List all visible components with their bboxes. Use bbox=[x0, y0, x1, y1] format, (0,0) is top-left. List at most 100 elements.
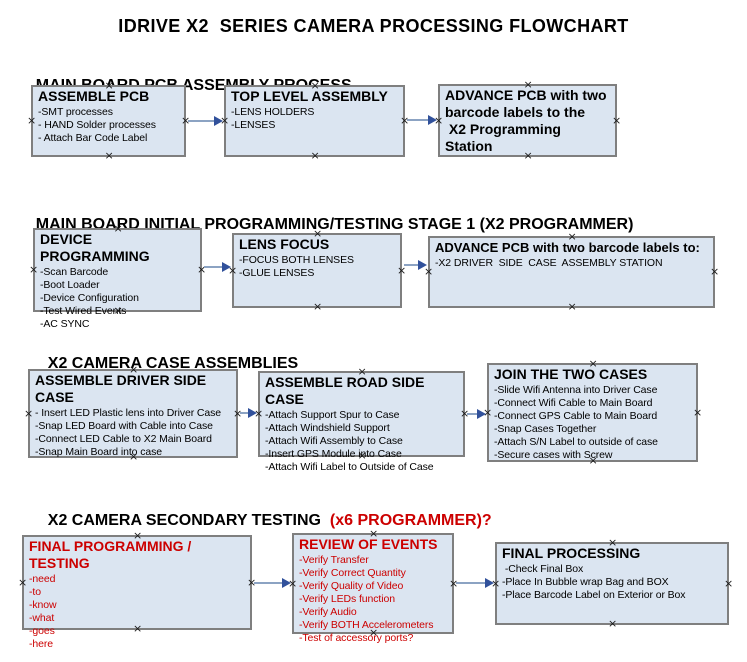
box-item: -need bbox=[29, 573, 56, 585]
box-item: -here bbox=[29, 638, 54, 650]
section-heading-text: X2 CAMERA SECONDARY TESTING bbox=[47, 512, 330, 529]
box-item: - HAND Solder processes bbox=[38, 119, 156, 131]
box-title: ASSEMBLE DRIVER SIDE CASE bbox=[35, 372, 211, 405]
box-item: -Connect LED Cable to X2 Main Board bbox=[35, 433, 212, 445]
connector-handle-icon bbox=[18, 578, 27, 587]
arrow-right-icon bbox=[485, 578, 494, 588]
box-items: - Insert LED Plastic lens into Driver Ca… bbox=[35, 407, 232, 459]
box-title: ASSEMBLE PCB bbox=[38, 88, 150, 104]
arrow-right-icon bbox=[428, 115, 437, 125]
box-items: -Verify Transfer-Verify Correct Quantity… bbox=[299, 554, 448, 645]
flow-connector bbox=[254, 578, 291, 588]
box-items: -Slide Wifi Antenna into Driver Case-Con… bbox=[494, 384, 692, 462]
box-item: -Attach S/N Label to outside of case bbox=[494, 436, 658, 448]
connector-line bbox=[404, 264, 420, 266]
flow-box-review-of-events: REVIEW OF EVENTS -Verify Transfer-Verify… bbox=[288, 529, 458, 644]
section-heading-case-assemblies: X2 CAMERA CASE ASSEMBLIES bbox=[30, 337, 298, 391]
flow-connector bbox=[404, 260, 427, 270]
section-heading-text: X2 CAMERA CASE ASSEMBLIES bbox=[47, 355, 299, 372]
connector-handle-icon bbox=[27, 116, 36, 125]
box-items: -Scan Barcode-Boot Loader-Device Configu… bbox=[40, 266, 196, 331]
arrow-right-icon bbox=[222, 262, 231, 272]
box-item: - Insert LED Plastic lens into Driver Ca… bbox=[35, 407, 222, 419]
box-item: -Slide Wifi Antenna into Driver Case bbox=[494, 384, 658, 396]
arrow-right-icon bbox=[282, 578, 291, 588]
flow-box-advance-pcb-programming-station: ADVANCE PCB with two barcode labels to t… bbox=[434, 80, 621, 160]
box-items: -SMT processes- HAND Solder processes- A… bbox=[38, 106, 180, 145]
box-title: DEVICE PROGRAMMING bbox=[40, 231, 150, 264]
flow-connector bbox=[204, 262, 231, 272]
flow-box-assemble-pcb: ASSEMBLE PCB -SMT processes- HAND Solder… bbox=[27, 81, 190, 160]
flow-box-device-programming: DEVICE PROGRAMMING -Scan Barcode-Boot Lo… bbox=[29, 224, 206, 330]
connector-handle-icon bbox=[24, 409, 33, 418]
box-title: FINAL PROGRAMMING / TESTING bbox=[29, 538, 196, 571]
box-item: -FOCUS BOTH LENSES bbox=[239, 254, 354, 266]
flow-box-lens-focus: LENS FOCUS -FOCUS BOTH LENSES-GLUE LENSE… bbox=[228, 229, 406, 311]
arrow-right-icon bbox=[214, 116, 223, 126]
box-item: -Attach Windshield Support bbox=[265, 422, 390, 434]
section-heading-accent-text: (x6 PROGRAMMER)? bbox=[329, 512, 492, 529]
box-item: -Verify Quality of Video bbox=[299, 580, 404, 592]
box-title: JOIN THE TWO CASES bbox=[494, 366, 648, 382]
box-item: -Verify BOTH Accelerometers bbox=[299, 619, 434, 631]
box-item: -Test of accessory ports? bbox=[299, 632, 414, 644]
box-item: -X2 DRIVER SIDE CASE ASSEMBLY STATION bbox=[435, 257, 663, 269]
flow-connector bbox=[407, 115, 437, 125]
connector-handle-icon bbox=[693, 408, 702, 417]
flow-connector bbox=[188, 116, 223, 126]
box-item: -LENS HOLDERS bbox=[231, 106, 315, 118]
box-item: -Boot Loader bbox=[40, 279, 100, 291]
connector-handle-icon bbox=[105, 151, 114, 160]
box-item: -Check Final Box bbox=[502, 563, 584, 575]
arrow-right-icon bbox=[418, 260, 427, 270]
flow-connector bbox=[467, 409, 486, 419]
box-items: -LENS HOLDERS-LENSES bbox=[231, 106, 399, 132]
box-items: -Check Final Box-Place In Bubble wrap Ba… bbox=[502, 563, 723, 602]
connector-handle-icon bbox=[311, 151, 320, 160]
box-item: -Connect Wifi Cable to Main Board bbox=[494, 397, 653, 409]
flowchart-title: IDRIVE X2 SERIES CAMERA PROCESSING FLOWC… bbox=[118, 16, 629, 36]
box-title: REVIEW OF EVENTS bbox=[299, 536, 438, 552]
connector-line bbox=[407, 119, 430, 121]
box-title: ADVANCE PCB with two barcode labels to t… bbox=[445, 87, 607, 154]
connector-line bbox=[467, 413, 479, 415]
box-item: -Insert GPS Module into Case bbox=[265, 448, 402, 460]
box-item: -Scan Barcode bbox=[40, 266, 109, 278]
box-item: -AC SYNC bbox=[40, 318, 90, 330]
box-items: -Attach Support Spur to Case-Attach Wind… bbox=[265, 409, 459, 474]
box-item: -goes bbox=[29, 625, 55, 637]
box-item: -Place In Bubble wrap Bag and BOX bbox=[502, 576, 669, 588]
box-item: -GLUE LENSES bbox=[239, 267, 315, 279]
box-item: -Device Configuration bbox=[40, 292, 139, 304]
box-title: ADVANCE PCB with two barcode labels to: bbox=[435, 240, 700, 255]
box-item: -what bbox=[29, 612, 55, 624]
connector-line bbox=[456, 582, 487, 584]
box-item: -Verify Correct Quantity bbox=[299, 567, 406, 579]
arrow-right-icon bbox=[248, 408, 257, 418]
connector-handle-icon bbox=[568, 302, 577, 311]
connector-line bbox=[240, 412, 250, 414]
box-item: -Test Wired Events bbox=[40, 305, 127, 317]
connector-handle-icon bbox=[608, 619, 617, 628]
arrow-right-icon bbox=[477, 409, 486, 419]
flow-box-final-processing: FINAL PROCESSING -Check Final Box-Place … bbox=[491, 538, 733, 628]
box-item: -Connect GPS Cable to Main Board bbox=[494, 410, 658, 422]
box-item: -Secure cases with Screw bbox=[494, 449, 613, 461]
box-items: -FOCUS BOTH LENSES-GLUE LENSES bbox=[239, 254, 396, 280]
box-item: -know bbox=[29, 599, 57, 611]
box-item: -Attach Support Spur to Case bbox=[265, 409, 400, 421]
box-item: -Verify Audio bbox=[299, 606, 357, 618]
box-item: -Verify Transfer bbox=[299, 554, 369, 566]
connector-handle-icon bbox=[724, 579, 733, 588]
flow-box-assemble-road-side-case: ASSEMBLE ROAD SIDE CASE -Attach Support … bbox=[254, 367, 469, 473]
flow-connector bbox=[456, 578, 494, 588]
section-heading-secondary-testing: X2 CAMERA SECONDARY TESTING (x6 PROGRAMM… bbox=[30, 494, 492, 548]
flow-connector bbox=[240, 408, 257, 418]
box-items: -need-to-know-what-goes-here bbox=[29, 573, 246, 651]
box-item: -to bbox=[29, 586, 41, 598]
box-item: -Verify LEDs function bbox=[299, 593, 395, 605]
connector-handle-icon bbox=[29, 265, 38, 274]
connector-line bbox=[204, 266, 224, 268]
box-title: ASSEMBLE ROAD SIDE CASE bbox=[265, 374, 429, 407]
connector-line bbox=[254, 582, 284, 584]
